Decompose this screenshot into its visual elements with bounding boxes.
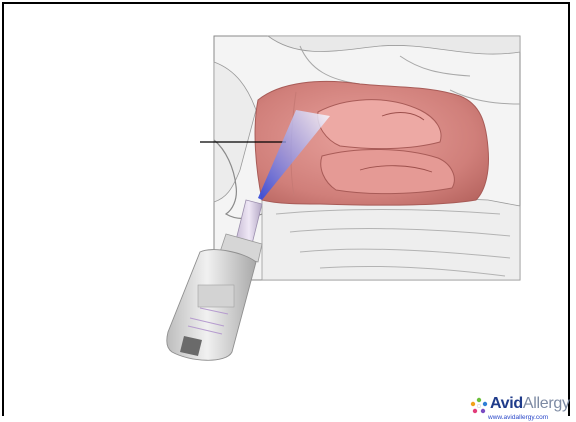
brand-url: www.avidallergy.com bbox=[488, 414, 548, 422]
pinwheel-logo-icon bbox=[470, 397, 488, 415]
avidallergy-logo: AvidAllergy www.avidallergy.com bbox=[470, 394, 574, 422]
brand-name: AvidAllergy bbox=[490, 394, 570, 414]
brand-name-bold: Avid bbox=[490, 395, 523, 412]
brand-name-light: Allergy bbox=[523, 395, 570, 412]
